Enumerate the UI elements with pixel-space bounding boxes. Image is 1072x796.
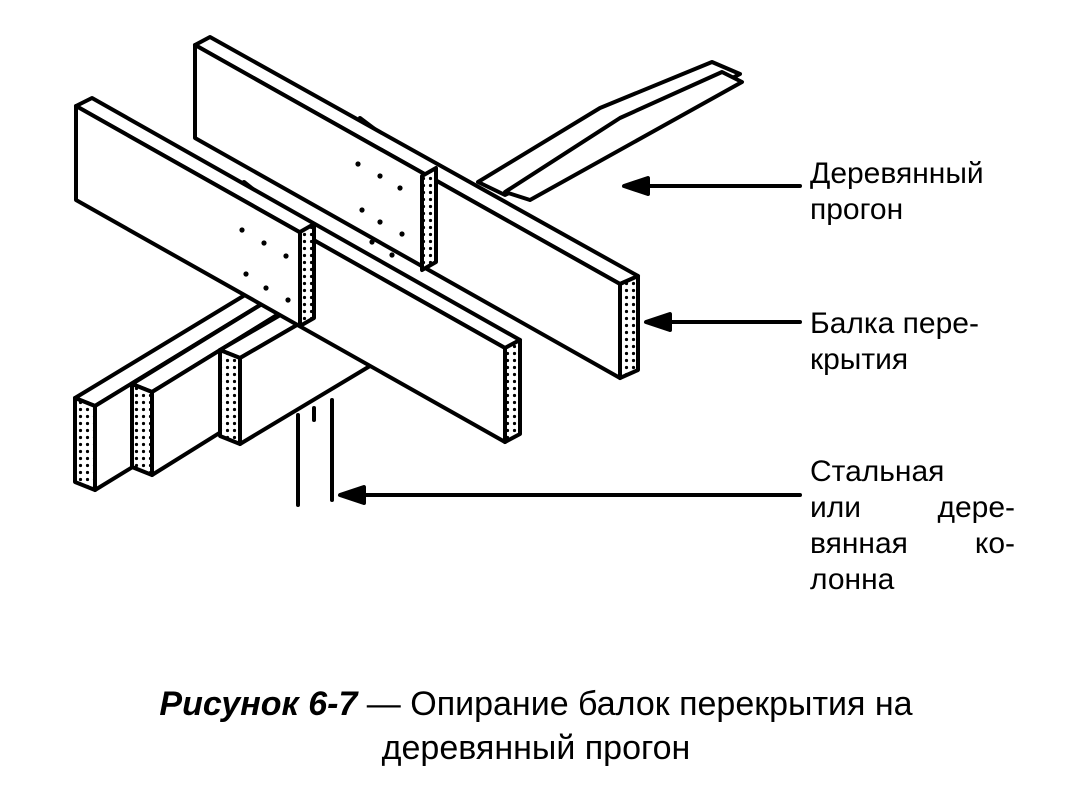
label-joist: Балка пере- крытия bbox=[810, 306, 979, 378]
caption-text-line-1: Опирание балок перекрытия на bbox=[410, 685, 913, 723]
column bbox=[296, 398, 334, 507]
label-column-line-3: вянная ко- bbox=[810, 527, 1015, 560]
nail-pattern-back bbox=[355, 161, 405, 258]
label-column-line-2: или дере- bbox=[810, 491, 1015, 524]
purlin-board-back-2 bbox=[503, 70, 744, 202]
leader-arrow-column bbox=[338, 485, 802, 505]
leader-arrow-joist bbox=[644, 312, 802, 332]
floor-joist-left bbox=[74, 96, 522, 444]
label-column-line-4: лонна bbox=[810, 563, 895, 596]
caption-text-line-2: деревянный прогон bbox=[381, 729, 691, 767]
label-joist-line-2: крытия bbox=[810, 343, 909, 376]
label-purlin: Деревянный прогон bbox=[810, 156, 984, 228]
caption-figure-number: Рисунок 6-7 bbox=[159, 685, 358, 723]
label-column: Стальная или дере- вянная ко- лонна bbox=[810, 454, 1015, 598]
nail-pattern-front bbox=[239, 227, 291, 303]
label-purlin-line-2: прогон bbox=[810, 193, 904, 226]
label-joist-line-1: Балка пере- bbox=[810, 307, 979, 340]
caption-line-1: Рисунок 6-7 — Опирание балок перекрытия … bbox=[0, 682, 1072, 726]
caption-dash: — bbox=[357, 685, 411, 723]
floor-joist-right bbox=[193, 35, 640, 380]
figure-caption: Рисунок 6-7 — Опирание балок перекрытия … bbox=[0, 682, 1072, 770]
leader-arrow-purlin bbox=[622, 176, 802, 196]
label-column-line-1: Стальная bbox=[810, 455, 945, 488]
label-purlin-line-1: Деревянный bbox=[810, 157, 984, 190]
